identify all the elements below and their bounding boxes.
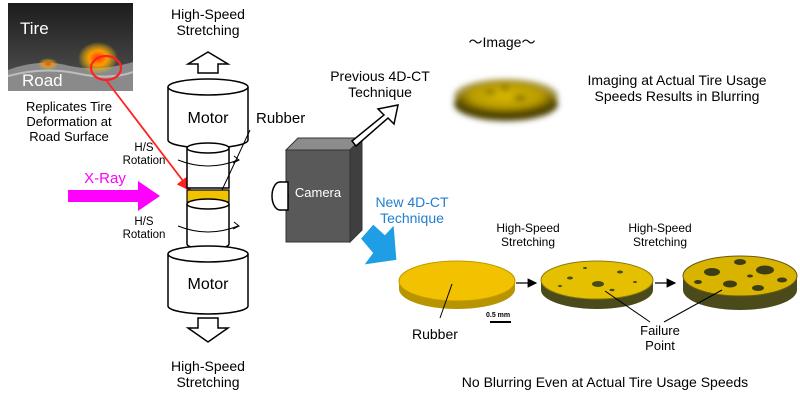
rotation-arc-top: [177, 159, 239, 167]
pointer-line: [105, 79, 192, 192]
blurred-rubber-disk: [454, 79, 558, 121]
failure-pointer-2: [663, 289, 723, 323]
rubber-disk-stretched: [540, 260, 654, 309]
rubber-disk-initial: [398, 260, 516, 309]
road-label: Road: [22, 71, 63, 90]
xray-label: X-Ray: [84, 170, 126, 187]
blur-caption: Imaging at Actual Tire Usage Speeds Resu…: [587, 72, 767, 105]
motor-top: [167, 78, 249, 149]
stretch-step2-label: High-Speed Stretching: [628, 221, 692, 249]
camera-label: Camera: [294, 185, 342, 200]
tire-road-photo: [7, 3, 134, 91]
previous-technique-label: Previous 4D-CT Technique: [330, 68, 430, 101]
scale-bar-label: 0.5 mm: [486, 312, 511, 319]
down-stretch-arrow: [185, 317, 231, 343]
up-stretch-arrow: [185, 51, 231, 74]
motor-bottom-label: Motor: [187, 276, 229, 293]
replicates-text: Replicates Tire Deformation at Road Surf…: [26, 99, 112, 144]
rubber-disk-failure: [682, 255, 798, 310]
hs-rotation-bottom: H/S Rotation: [122, 216, 166, 242]
rubber-pointer-line: [221, 129, 251, 191]
hs-rotation-top: H/S Rotation: [122, 142, 166, 168]
rotation-arc-bottom: [177, 225, 239, 233]
rubber-label-bottom: Rubber: [412, 326, 458, 342]
stretch-step1-label: High-Speed Stretching: [496, 221, 560, 249]
failure-pointer-1: [604, 290, 651, 323]
previous-technique-arrow: [350, 104, 399, 148]
stretching-top-label: High-Speed Stretching: [171, 6, 245, 39]
new-technique-label: New 4D-CT Technique: [375, 194, 449, 227]
tire-label: Tire: [20, 19, 49, 38]
motor-bottom: [167, 245, 249, 315]
motor-top-label: Motor: [187, 110, 229, 127]
image-header: ～Image～: [468, 34, 536, 50]
stretching-bottom-label: High-Speed Stretching: [171, 358, 245, 391]
xray-arrow: [68, 181, 160, 211]
rubber-bottom-pointer: [439, 283, 453, 319]
no-blur-caption: No Blurring Even at Actual Tire Usage Sp…: [461, 374, 749, 390]
failure-point-label: Failure Point: [640, 323, 680, 353]
camera-body: [271, 136, 364, 244]
new-technique-arrow: [361, 224, 397, 265]
rubber-label-top: Rubber: [256, 110, 306, 127]
